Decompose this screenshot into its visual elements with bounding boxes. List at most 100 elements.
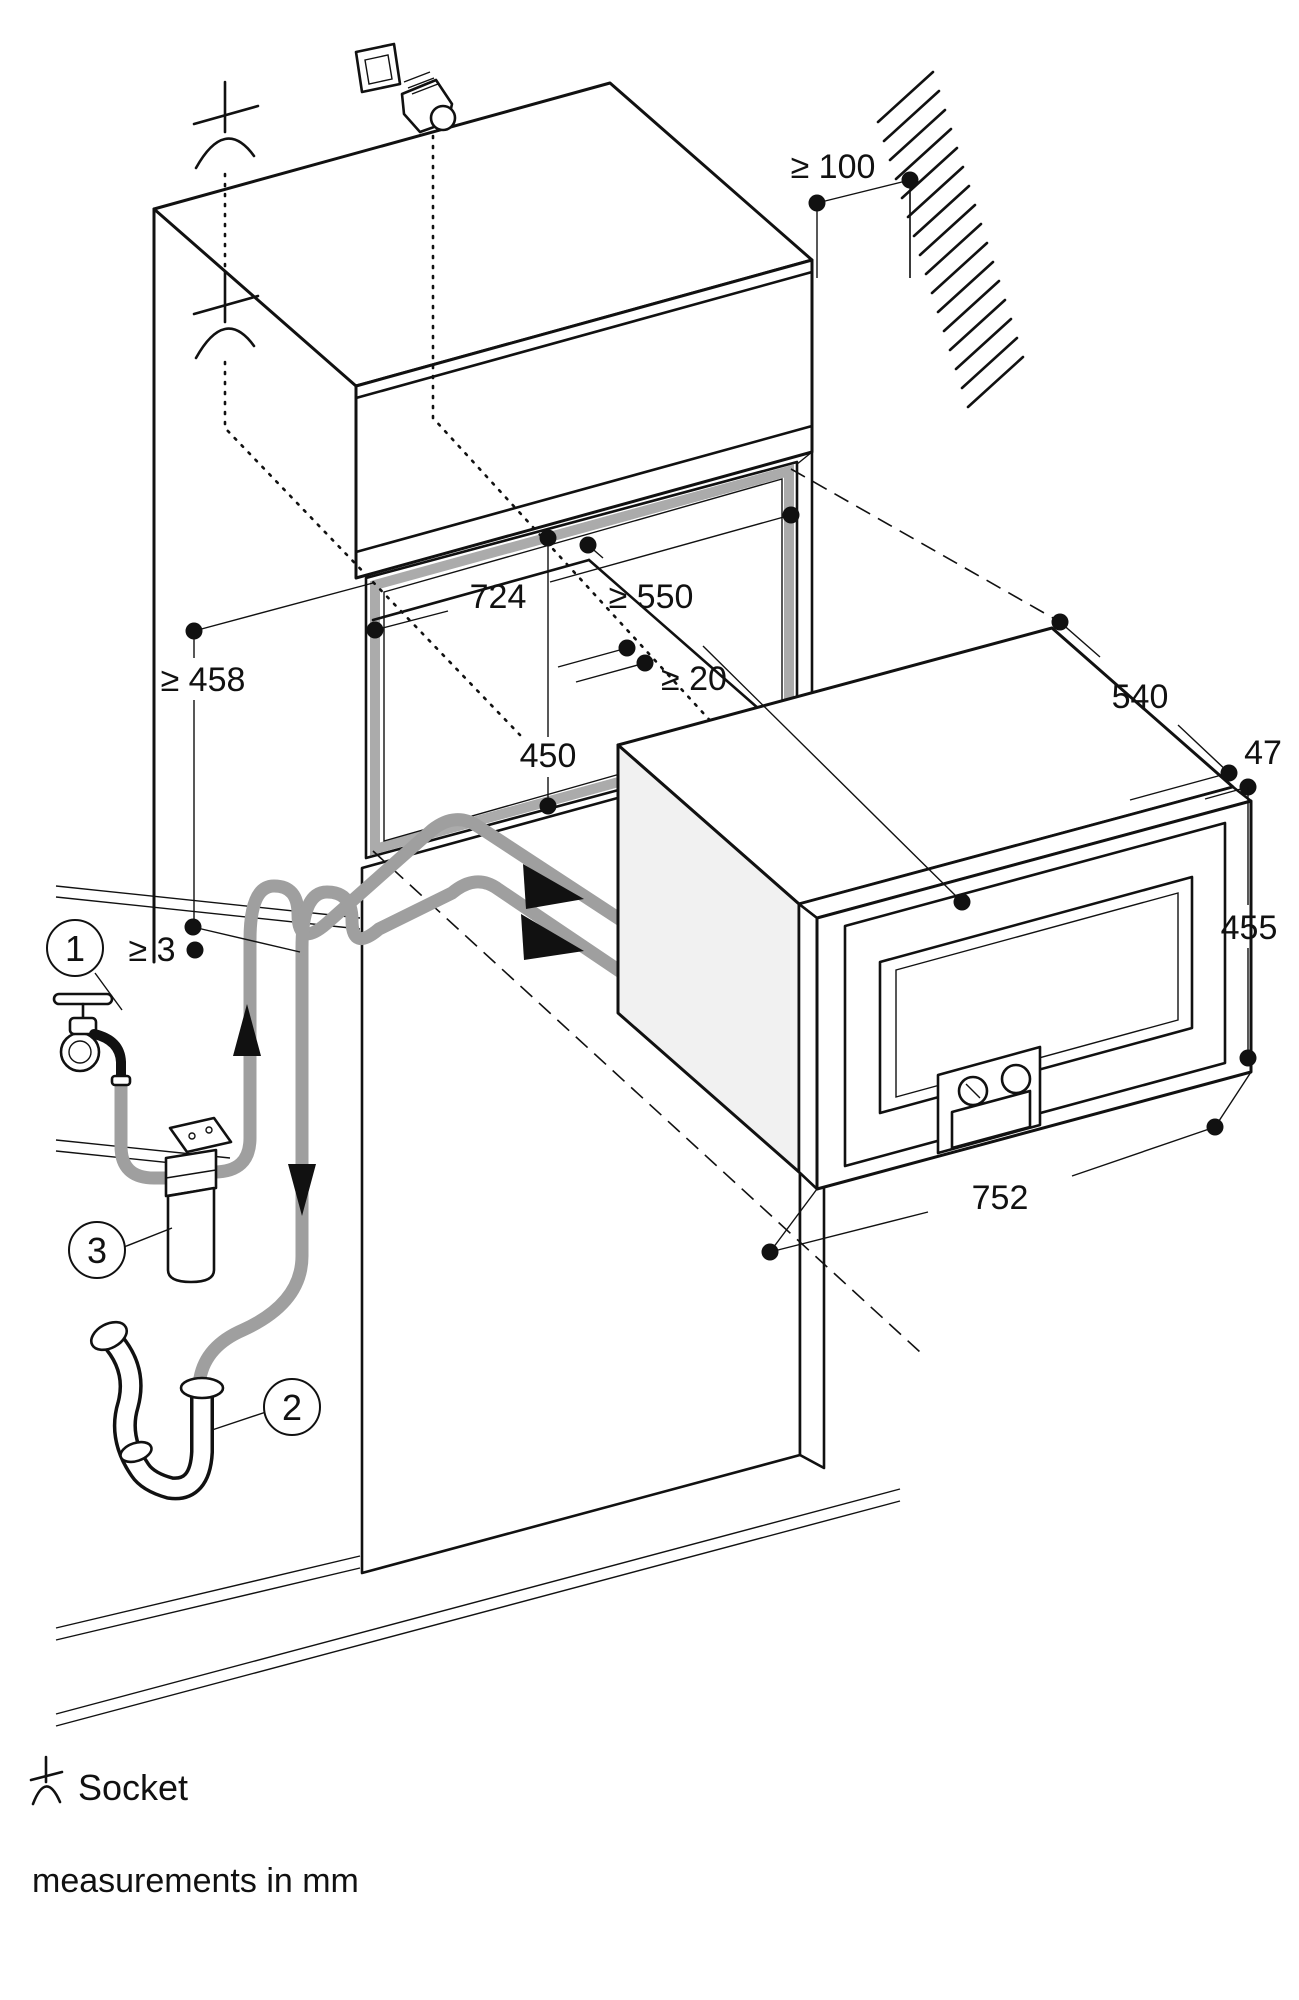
knob-marker-left (965, 1083, 981, 1099)
dim-wall-clearance: ≥ 100 (791, 148, 919, 278)
socket-tick (192, 104, 260, 126)
dim-label-niche-height: 450 (520, 737, 577, 775)
dim-leader (1129, 772, 1230, 801)
filter-head (164, 1148, 218, 1198)
floor-line-a2 (55, 1567, 361, 1641)
socket-symbol-icon-top (192, 80, 260, 170)
dim-label-niche-depth: ≥ 550 (609, 578, 694, 616)
insertion-arrow-icon-1 (523, 864, 584, 909)
socket-symbol-icon-lower (192, 270, 260, 360)
dim-line (1059, 621, 1101, 658)
filter-head-ring (165, 1169, 217, 1179)
dim-niche-width: 724 (366, 506, 800, 639)
callout-water-tap: 1 (46, 919, 123, 1011)
callout-badge (46, 919, 104, 977)
projection-dashed-top (790, 468, 1061, 623)
filter-body (166, 1186, 216, 1284)
plug-prong-lines (403, 71, 439, 95)
water-installation: 1 3 2 (46, 813, 921, 1501)
dim-label-front-height: 455 (1221, 909, 1278, 947)
dim-label-hose-clearance: ≥ 3 (128, 931, 175, 969)
dim-line (1177, 724, 1230, 774)
tap-body (68, 1016, 98, 1036)
socket-legend-icon (29, 1755, 64, 1806)
oven-control-panel (936, 1045, 1042, 1155)
filter-screw-2 (205, 1126, 213, 1134)
socket-tick (192, 294, 260, 316)
wall-hatching (876, 70, 1025, 409)
tap-spout (89, 1029, 126, 1083)
water-filter-icon (164, 1116, 233, 1284)
siphon-icon (90, 1320, 225, 1501)
floor-line-b2 (55, 1500, 901, 1727)
wall-hatch-strokes (876, 70, 1025, 409)
siphon-nut (119, 1440, 153, 1464)
dim-label-front-width: 752 (972, 1179, 1029, 1217)
housing-bottom-edge-line (354, 424, 814, 554)
callout-siphon: 2 (211, 1378, 321, 1436)
callout-number-3: 3 (87, 1230, 107, 1271)
callout-badge (263, 1378, 321, 1436)
dim-extension (1214, 1071, 1252, 1128)
callout-leader (211, 1411, 267, 1431)
callout-leader (94, 972, 123, 1011)
cable-route-dotted-2 (223, 360, 522, 737)
dim-label-appliance-depth: 540 (1112, 678, 1169, 716)
plug-and-outlet-icon (354, 42, 457, 134)
dim-label-left-clearance: ≥ 458 (161, 661, 246, 699)
siphon-wall-collar (90, 1320, 128, 1352)
niche-rear-floor-edge (371, 558, 591, 622)
socket-tick (29, 1770, 64, 1782)
dim-line (549, 514, 792, 583)
dim-label-niche-width: 724 (470, 578, 527, 616)
dim-leader (575, 662, 646, 683)
dim-line (374, 610, 449, 631)
socket-arc (31, 1785, 62, 1806)
knob-icon-right (1000, 1063, 1032, 1095)
callout-number-2: 2 (282, 1387, 302, 1428)
down-arrow-icon (288, 1164, 316, 1216)
water-tap-icon (52, 992, 132, 1087)
outlet-plate-icon (354, 42, 402, 94)
dim-left-clearance: ≥ 458 ≥ 3 (128, 582, 374, 969)
floor-line-b1 (55, 1488, 901, 1715)
dim-label-wall-clearance: ≥ 100 (791, 148, 876, 186)
dim-line (816, 179, 911, 204)
dim-leader (192, 926, 301, 953)
up-arrow-icon (233, 1004, 261, 1056)
dim-leader (557, 647, 628, 668)
dim-niche-depth: ≥ 550 (579, 536, 971, 911)
cable-route-dotted-3 (431, 134, 718, 729)
oven-door-inner-frame (843, 821, 1227, 1168)
room-background-lines (55, 885, 901, 1727)
legend: Socket measurements in mm (29, 1755, 359, 1900)
electrical-routing (192, 42, 718, 737)
dim-front-height: 455 (1221, 787, 1278, 1067)
plug-cable-end (429, 104, 457, 132)
dim-niche-height: 450 (520, 529, 577, 815)
dim-rear-gap: ≥ 20 (557, 639, 727, 698)
socket-arc (194, 137, 256, 170)
legend-units-note: measurements in mm (32, 1862, 359, 1900)
callout-water-filter: 3 (68, 1221, 173, 1279)
dim-line (702, 645, 963, 903)
supply-hose (207, 813, 695, 1179)
tap-to-filter-hose (114, 1075, 177, 1185)
socket-arc (194, 327, 256, 360)
filter-screw-1 (188, 1132, 196, 1140)
drain-hose (193, 875, 711, 1385)
siphon-inlet-collar (179, 1376, 225, 1400)
appliance-oven (616, 626, 1253, 1191)
filter-bracket (168, 1116, 233, 1154)
floor-line-a1 (55, 1555, 361, 1629)
dim-label-frame-protrusion: 47 (1244, 734, 1282, 772)
outlet-plate-inner (364, 54, 393, 85)
oven-frame-left-strip (797, 902, 819, 1191)
tap-flange-inner (68, 1040, 92, 1064)
dim-line (1071, 1126, 1216, 1177)
control-panel-recess (950, 1089, 1032, 1150)
insertion-arrow-icon-2 (521, 914, 584, 960)
siphon-pipe-fill (101, 1329, 211, 1497)
